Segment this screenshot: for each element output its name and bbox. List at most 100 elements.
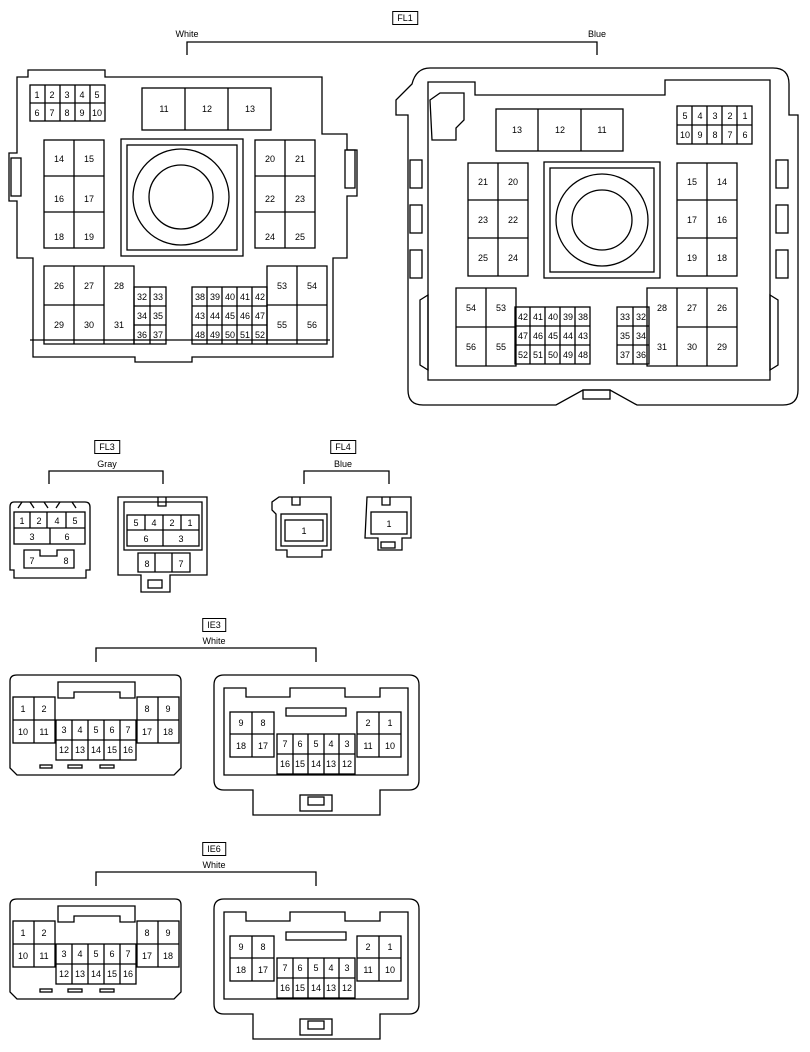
pin-label: 7 [282, 963, 287, 973]
pin-label: 11 [39, 951, 48, 961]
pin-label: 14 [54, 154, 64, 164]
fl1-right-pins-53-56 [455, 287, 517, 367]
pin-label: 18 [236, 965, 246, 975]
pin-label: 12 [202, 104, 212, 114]
fl3-name-tag: FL3 [94, 440, 120, 454]
pin-label: 56 [466, 342, 476, 352]
pin-label: 4 [328, 963, 333, 973]
pin-label: 54 [466, 303, 476, 313]
pin-label: 55 [277, 320, 287, 330]
fl1-right-pins-14-19 [676, 162, 738, 277]
pin-label: 51 [533, 350, 543, 360]
pin-label: 12 [59, 745, 69, 755]
pin-label: 2 [36, 516, 41, 526]
pin-label: 41 [240, 292, 250, 302]
fl1-right-connector [395, 67, 799, 406]
pin-label: 45 [225, 311, 235, 321]
pin-label: 9 [238, 942, 243, 952]
pin-label: 47 [518, 331, 528, 341]
pin-label: 9 [79, 108, 84, 118]
pin-label: 19 [84, 232, 94, 242]
pin-label: 10 [680, 130, 690, 140]
fl1-right-pins-1-10 [676, 105, 753, 145]
pin-label: 2 [169, 518, 174, 528]
pin-label: 53 [277, 281, 287, 291]
pin-label: 38 [578, 312, 588, 322]
pin-label: 48 [578, 350, 588, 360]
pin-label: 31 [657, 342, 667, 352]
pin-label: 50 [548, 350, 558, 360]
pin-label: 37 [153, 330, 163, 340]
pin-label: 14 [717, 177, 727, 187]
pin-label: 56 [307, 320, 317, 330]
pin-label: 18 [163, 951, 173, 961]
pin-label: 15 [107, 745, 117, 755]
fl1-right-pins-38-52 [514, 306, 591, 365]
pin-label: 16 [280, 759, 290, 769]
pin-label: 9 [238, 718, 243, 728]
ie6-bracket [95, 871, 317, 886]
pin-label: 7 [125, 725, 130, 735]
pin-label: 5 [133, 518, 138, 528]
pin-label: 13 [326, 983, 336, 993]
pin-label: 9 [165, 704, 170, 714]
pin-label: 23 [478, 215, 488, 225]
pin-label: 14 [91, 969, 101, 979]
fl1-left-pins-1-10 [29, 84, 106, 122]
pin-label: 18 [163, 727, 173, 737]
fl1-right-pins-11-13 [495, 108, 624, 152]
pin-label: 32 [636, 312, 646, 322]
pin-label: 50 [225, 330, 235, 340]
pin-label: 1 [742, 111, 747, 121]
pin-label: 15 [84, 154, 94, 164]
pin-label: 18 [717, 253, 727, 263]
fl3-color-label: Gray [97, 459, 117, 469]
fl1-left-pins-11-13 [141, 87, 272, 131]
pin-label: 2 [365, 718, 370, 728]
pin-label: 8 [144, 928, 149, 938]
pin-label: 4 [54, 516, 59, 526]
pin-label: 26 [717, 303, 727, 313]
pin-label: 28 [114, 281, 124, 291]
pin-label: 16 [54, 194, 64, 204]
pin-label: 47 [255, 311, 265, 321]
ie3-bracket [95, 647, 317, 662]
pin-label: 6 [742, 130, 747, 140]
pin-label: 3 [344, 963, 349, 973]
pin-label: 15 [107, 969, 117, 979]
fl1-right-pins-26-31 [646, 287, 738, 367]
pin-label: 5 [313, 739, 318, 749]
pin-label: 7 [49, 108, 54, 118]
pin-label: 5 [93, 725, 98, 735]
pin-label: 21 [478, 177, 488, 187]
pin-label: 8 [260, 942, 265, 952]
ie3-left-connector [9, 674, 182, 776]
pin-label: 39 [563, 312, 573, 322]
pin-label: 45 [548, 331, 558, 341]
pin-label: 32 [137, 292, 147, 302]
pin-label: 25 [295, 232, 305, 242]
pin-label: 3 [178, 534, 183, 544]
pin-label: 13 [326, 759, 336, 769]
pin-label: 17 [84, 194, 94, 204]
pin-label: 5 [93, 949, 98, 959]
fl3-right-connector [117, 496, 208, 593]
pin-label: 5 [313, 963, 318, 973]
pin-label: 28 [657, 303, 667, 313]
pin-label: 27 [687, 303, 697, 313]
pin-label: 17 [687, 215, 697, 225]
pin-label: 12 [342, 983, 352, 993]
pin-label: 4 [77, 725, 82, 735]
pin-label: 8 [712, 130, 717, 140]
fl4-left-connector [271, 496, 332, 558]
pin-label: 15 [295, 759, 305, 769]
pin-label: 31 [114, 320, 124, 330]
pin-label: 7 [125, 949, 130, 959]
pin-label: 40 [225, 292, 235, 302]
pin-label: 35 [153, 311, 163, 321]
pin-label: 6 [109, 949, 114, 959]
pin-label: 4 [151, 518, 156, 528]
pin-label: 42 [255, 292, 265, 302]
pin-label: 36 [636, 350, 646, 360]
